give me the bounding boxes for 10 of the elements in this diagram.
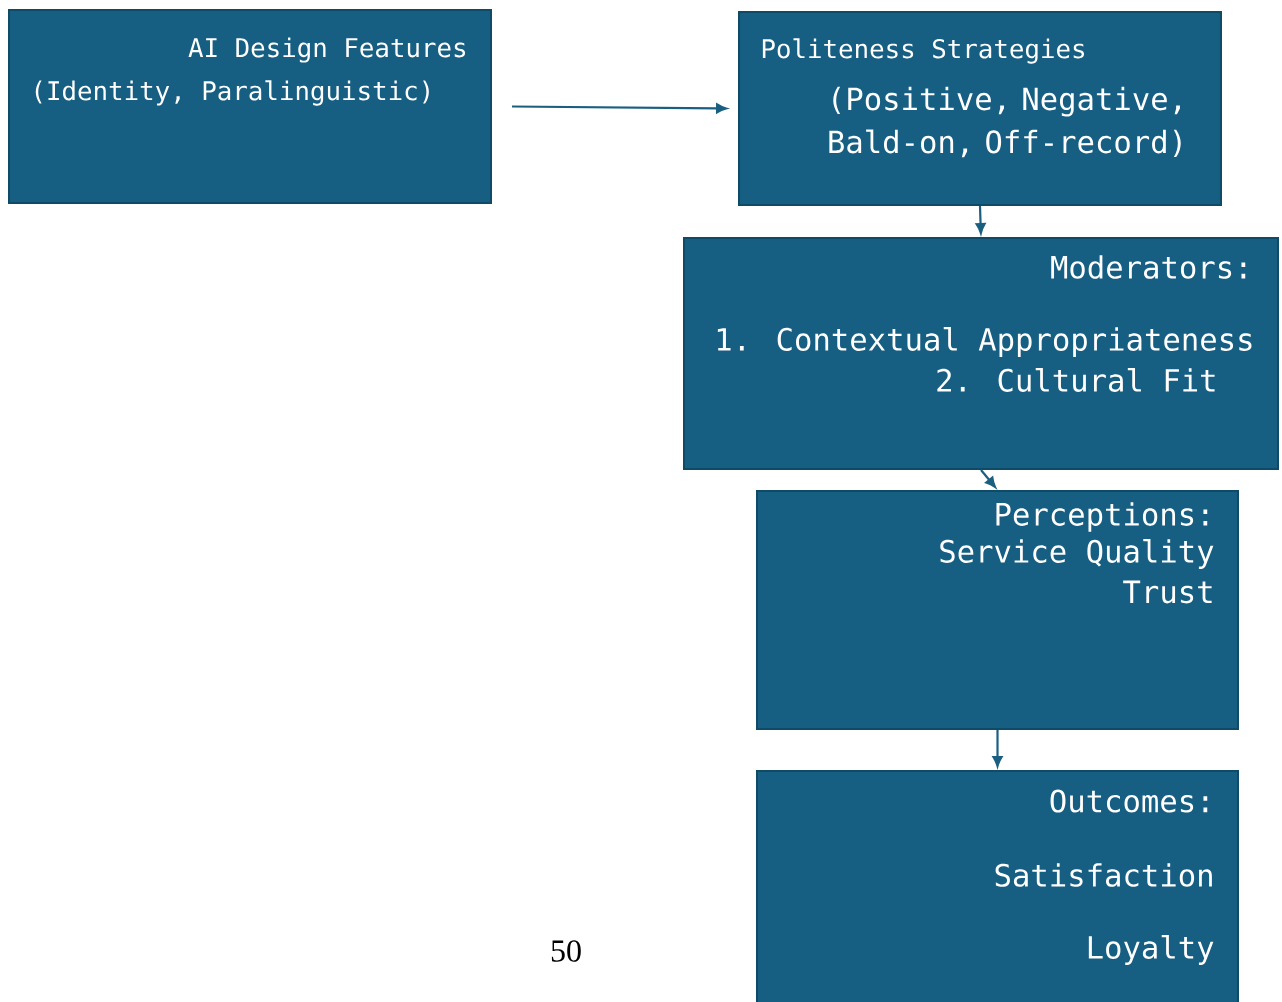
- process-box: Perceptions: Service Quality Trust: [756, 490, 1239, 730]
- arrow: [980, 469, 997, 488]
- arrow: [975, 205, 986, 235]
- process-box: AI Design Features (Identity, Paralinguistic): [8, 9, 492, 204]
- process-box: Outcomes: Satisfaction Loyalty: [756, 770, 1239, 1002]
- process-box: Moderators: 1. Contextual Appropriateness 2. Cultural Fit: [683, 237, 1279, 470]
- arrow: [992, 730, 1003, 768]
- page-number: 50: [551, 940, 581, 962]
- arrow: [512, 103, 728, 114]
- process-box: Politeness Strategies (Positive, Negative, Bald-on, Off-record): [738, 11, 1222, 206]
